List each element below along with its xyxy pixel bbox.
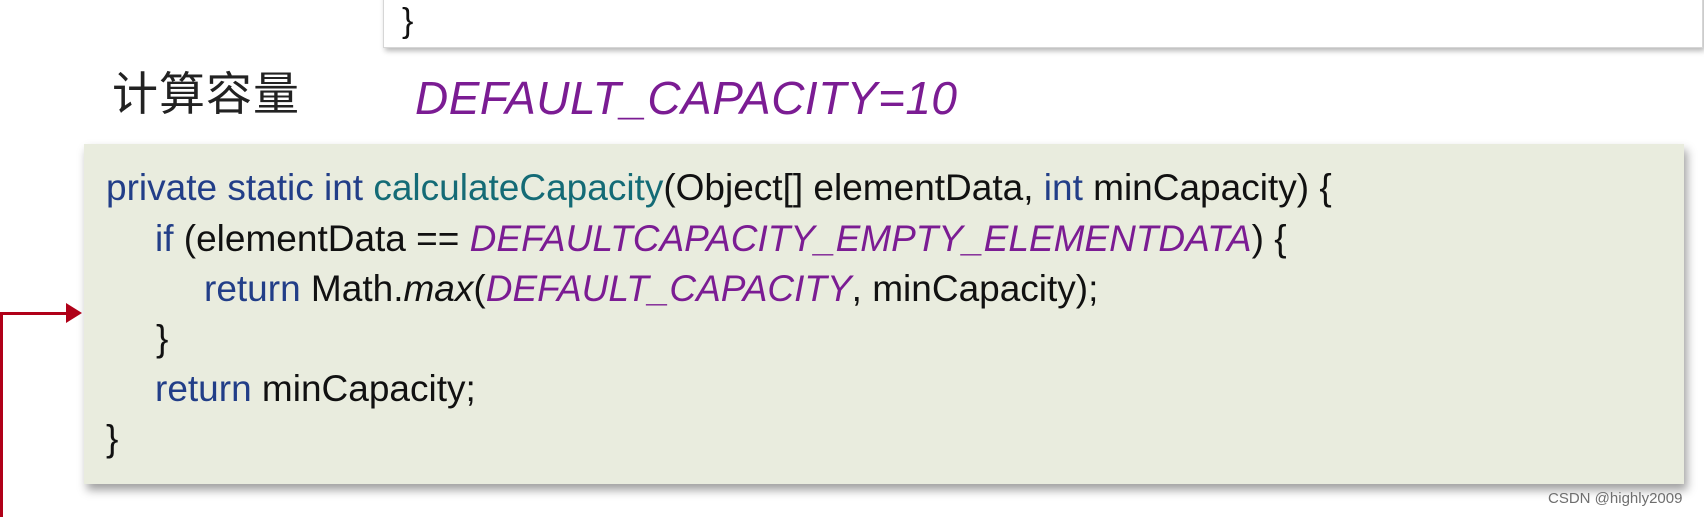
pointer-arrow-head	[66, 303, 82, 323]
csdn-watermark: CSDN @highly2009	[1548, 490, 1683, 507]
parameter-list-end: minCapacity) {	[1082, 167, 1332, 208]
parameter-list-start: (Object[] elementData,	[663, 167, 1044, 208]
keyword-static: static	[227, 167, 314, 208]
return-value: minCapacity;	[251, 368, 476, 409]
default-capacity-constant: DEFAULT_CAPACITY	[485, 268, 852, 309]
closing-brace: }	[402, 2, 414, 40]
previous-code-snippet: }	[383, 0, 1703, 48]
section-title: 计算容量	[112, 67, 300, 121]
code-line-1: private static int calculateCapacity(Obj…	[106, 164, 1332, 212]
keyword-if: if	[155, 218, 174, 259]
pointer-arrow-horizontal	[0, 312, 68, 315]
code-line-2: if (elementData == DEFAULTCAPACITY_EMPTY…	[155, 215, 1287, 263]
code-line-4: }	[156, 315, 168, 363]
pointer-arrow-vertical	[0, 312, 3, 517]
code-line-3: return Math.max(DEFAULT_CAPACITY, minCap…	[204, 265, 1098, 313]
open-paren: (	[473, 268, 486, 309]
condition-start: (elementData ==	[173, 218, 470, 259]
method-name: calculateCapacity	[373, 167, 664, 208]
keyword-int: int	[323, 167, 364, 208]
inner-closing-brace: }	[156, 318, 169, 359]
return-arguments: , minCapacity);	[851, 268, 1099, 309]
calculate-capacity-code-block: private static int calculateCapacity(Obj…	[84, 144, 1684, 484]
keyword-return: return	[204, 268, 301, 309]
max-method: max	[403, 268, 474, 309]
keyword-return-final: return	[155, 368, 252, 409]
empty-elementdata-constant: DEFAULTCAPACITY_EMPTY_ELEMENTDATA	[469, 218, 1252, 259]
math-class: Math.	[300, 268, 404, 309]
method-closing-brace: }	[106, 418, 119, 459]
code-line-5: return minCapacity;	[155, 365, 476, 413]
keyword-private: private	[106, 167, 218, 208]
keyword-int-parameter: int	[1043, 167, 1083, 208]
code-line-6: }	[106, 415, 118, 463]
condition-end: ) {	[1251, 218, 1287, 259]
default-capacity-note: DEFAULT_CAPACITY=10	[415, 72, 958, 124]
